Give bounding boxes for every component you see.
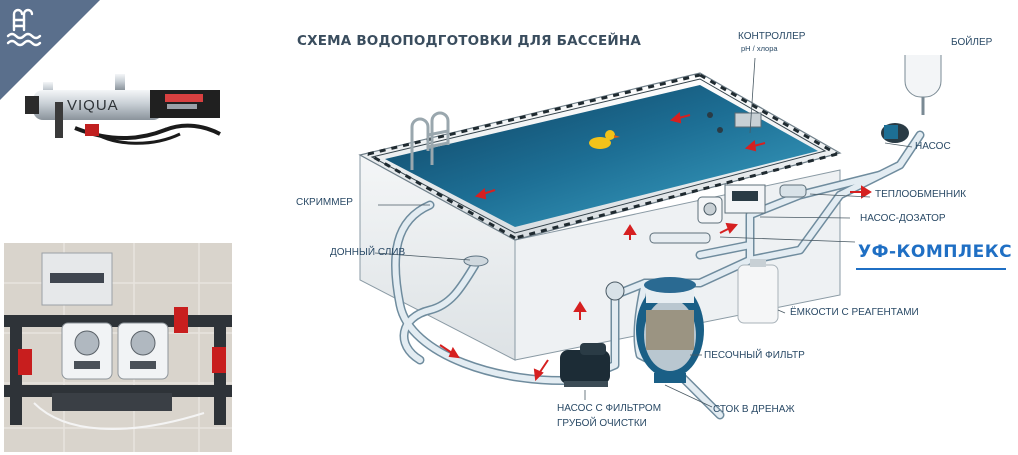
label-dosing-pump: НАСОС-ДОЗАТОР [860,213,946,224]
label-sand-filter: ПЕСОЧНЫЙ ФИЛЬТР [704,350,805,361]
pipes [392,132,923,418]
scheme-title: СХЕМА ВОДОПОДГОТОВКИ ДЛЯ БАССЕЙНА [297,33,642,49]
flow-arrows [439,112,872,382]
pool-scheme [358,55,942,420]
heat-exchanger [779,184,807,198]
uv-lamp [649,232,711,244]
uv-device-photo: VIQUA [25,74,221,145]
label-uv-complex: УФ-КОМПЛЕКС [858,242,1013,262]
device-brand: VIQUA [67,97,119,114]
corner-badge [0,0,100,100]
rubber-duck [589,130,620,149]
controller [724,184,766,214]
label-drain: СТОК В ДРЕНАЖ [713,404,795,415]
label-coarse-pump-line1: НАСОС С ФИЛЬТРОМ [557,403,662,414]
reagent-tank [737,259,779,324]
circulation-pump [881,123,909,143]
label-pump: НАСОС [915,141,951,152]
pool-ladder-icon [12,8,34,32]
label-reagent-tanks: ЁМКОСТИ С РЕАГЕНТАМИ [790,307,919,318]
uv-underline [856,268,1006,270]
label-coarse-pump-line2: ГРУБОЙ ОЧИСТКИ [557,418,647,429]
pool-ladder [410,111,450,170]
bottom-drain [463,255,489,267]
dosing-pump [697,196,723,224]
label-controller: КОНТРОЛЛЕР [738,31,806,42]
boiler [904,55,942,115]
label-bottom-drain: ДОННЫЙ СЛИВ [330,247,406,258]
multiport-valve [605,281,625,301]
dosing-station-photo [4,243,232,452]
label-boiler: БОЙЛЕР [951,37,993,48]
label-skimmer: СКРИММЕР [296,197,353,208]
coarse-filter-pump [560,343,610,387]
label-heat-exchanger: ТЕПЛООБМЕННИК [875,189,967,200]
sand-filter [636,277,704,383]
label-controller-sub: pH / хлора [741,44,778,53]
water-waves-icon [6,32,42,47]
leader-lines [374,57,913,408]
